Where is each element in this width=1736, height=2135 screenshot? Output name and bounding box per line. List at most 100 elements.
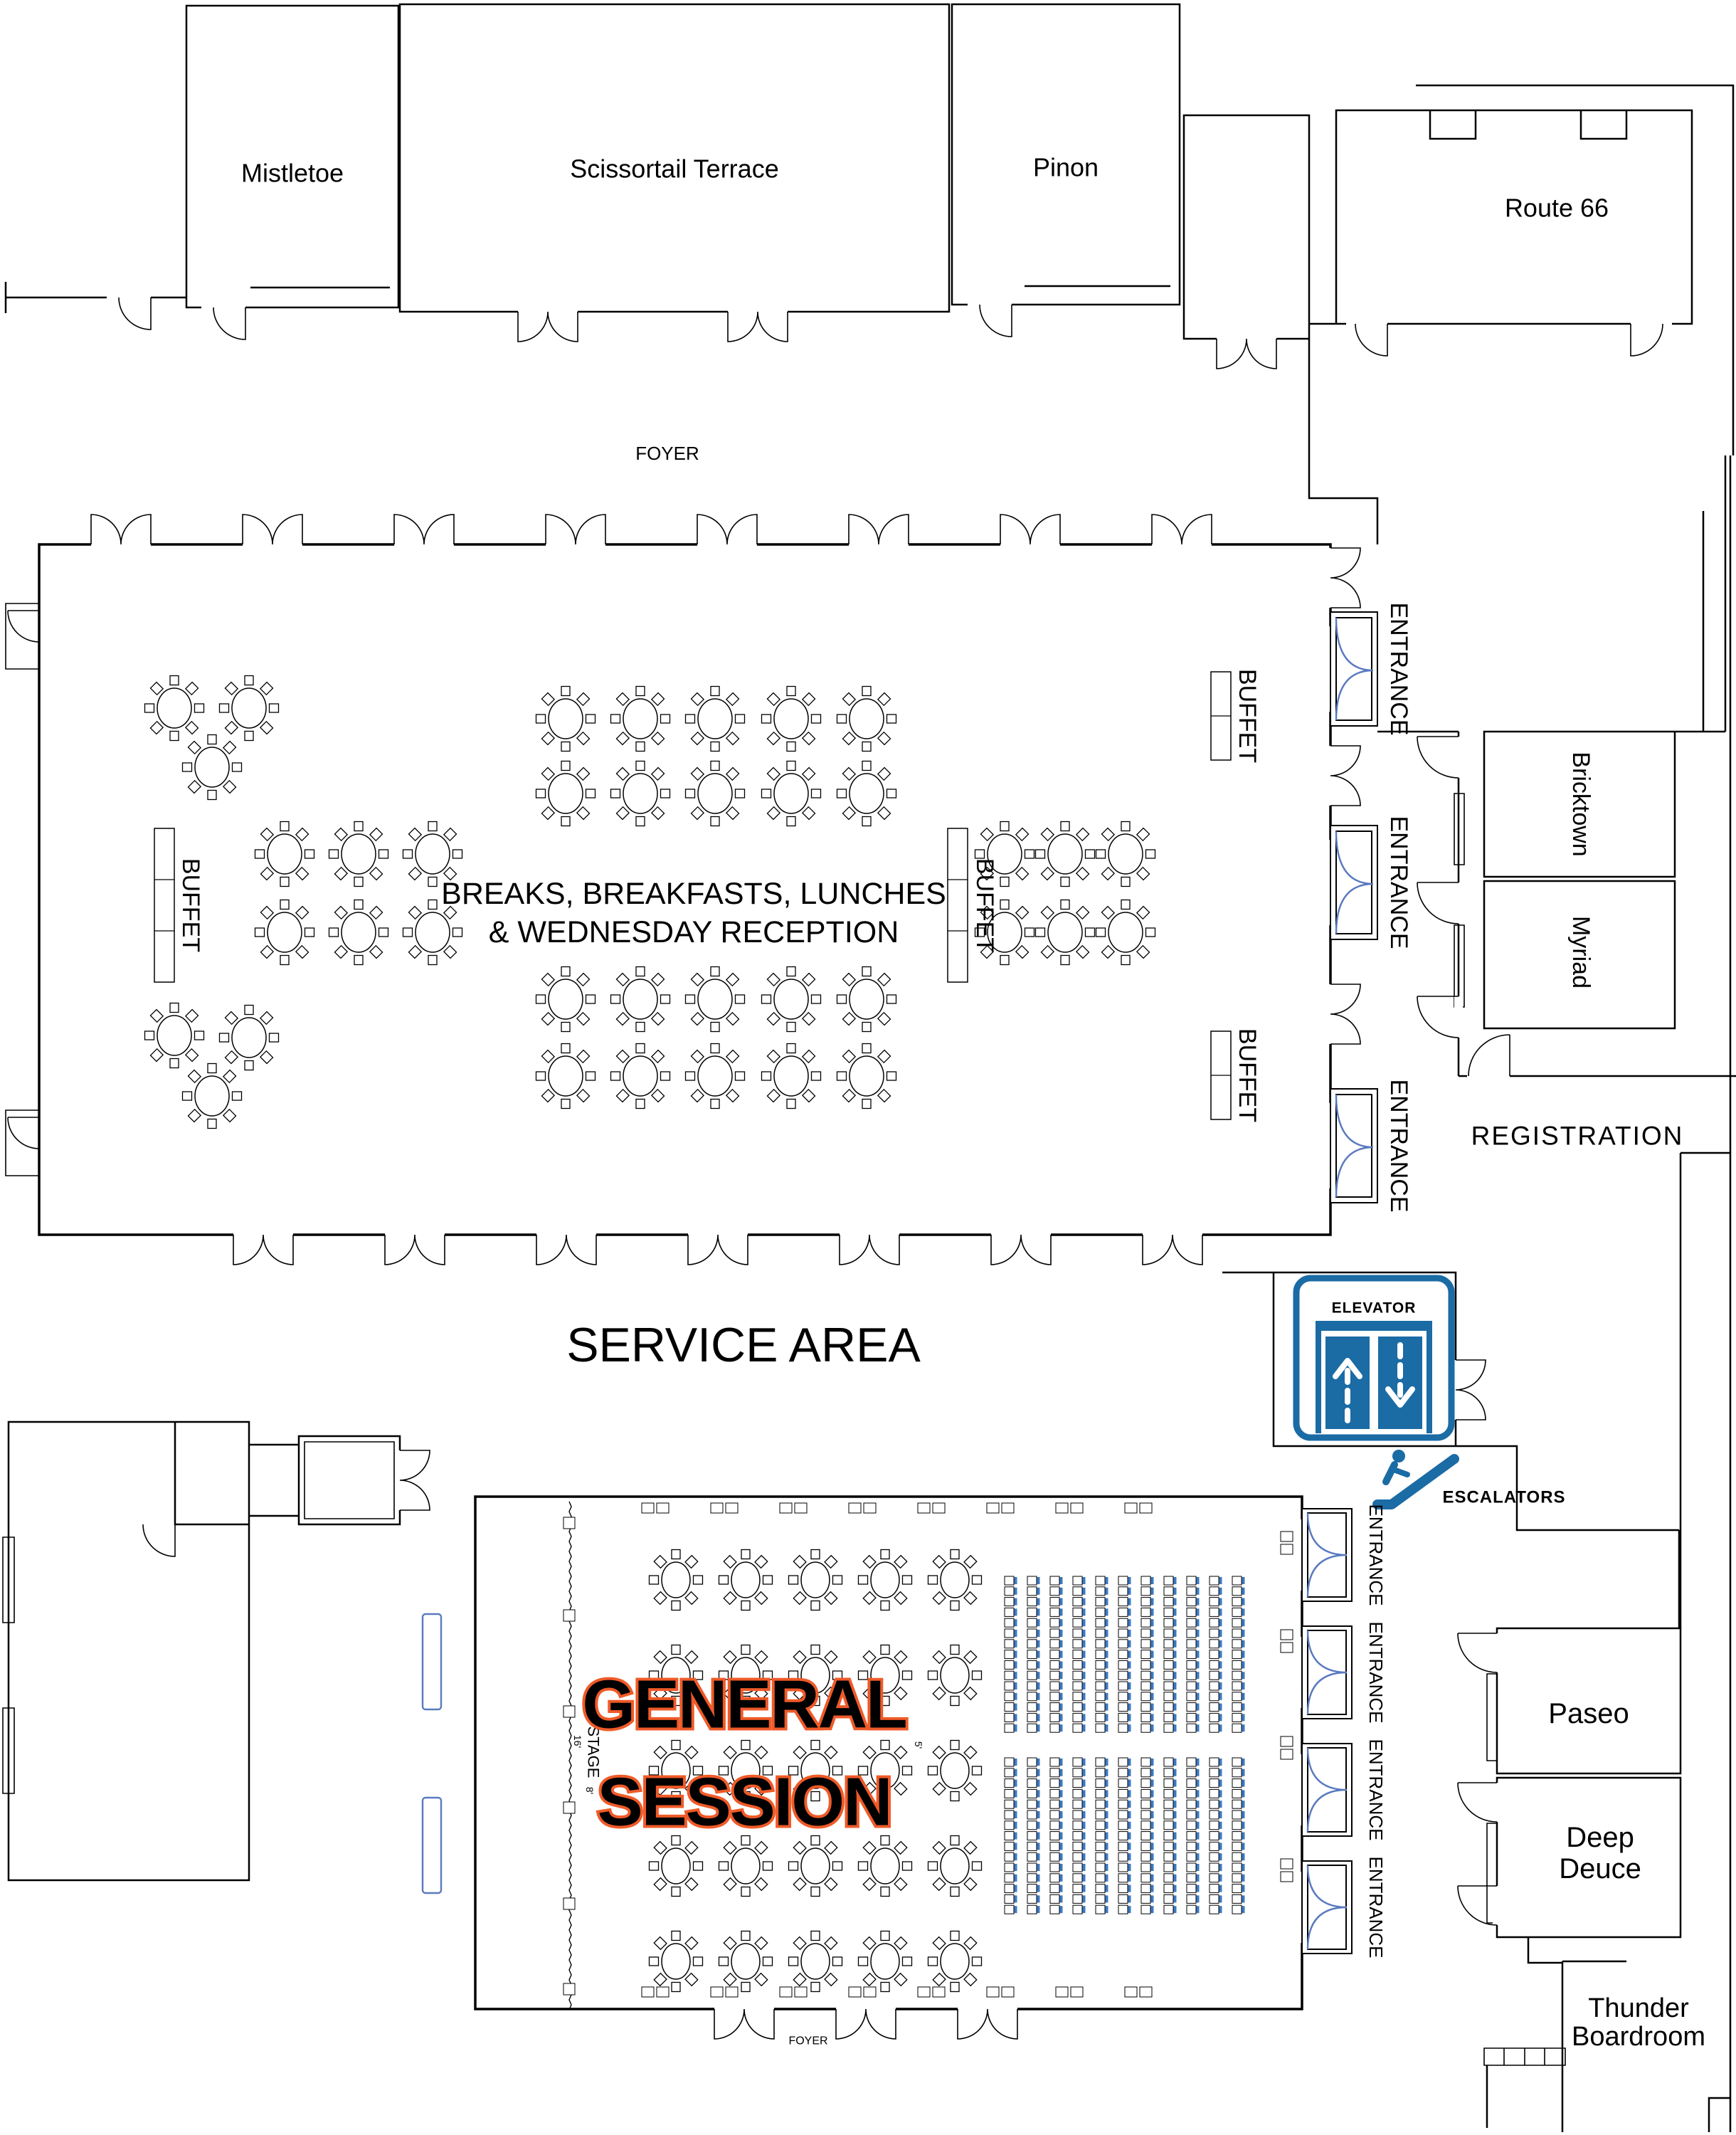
theater-seat: [1186, 1670, 1197, 1680]
banquet-table: [548, 1055, 583, 1097]
chair: [894, 1591, 908, 1606]
chair: [369, 944, 383, 959]
wall-elevator-shaft: [1222, 1271, 1681, 1628]
chair: [1101, 944, 1116, 959]
theater-seat: [1163, 1810, 1174, 1820]
theater-seat-accent: [1128, 1682, 1131, 1689]
theater-seat: [1140, 1639, 1151, 1649]
theater-seat-accent: [1150, 1714, 1154, 1722]
theater-seat: [1027, 1597, 1037, 1607]
wall-table: [1139, 1986, 1153, 1998]
chair: [710, 1043, 720, 1054]
chair: [254, 927, 265, 937]
theater-seat: [1118, 1660, 1128, 1670]
theater-seat: [1004, 1841, 1015, 1851]
theater-seat: [1027, 1586, 1037, 1596]
theater-seat: [1095, 1894, 1106, 1904]
chair: [927, 1861, 938, 1871]
chair: [786, 685, 796, 697]
chair: [725, 1049, 740, 1064]
chair: [880, 1886, 890, 1897]
theater-seat: [1118, 1712, 1128, 1722]
theater-seat-accent: [1037, 1853, 1040, 1861]
theater-seat-accent: [1173, 1853, 1177, 1861]
chair: [671, 1600, 681, 1611]
chair: [810, 1549, 820, 1560]
chair: [169, 730, 179, 742]
chair: [194, 703, 205, 713]
theater-seat-accent: [1196, 1801, 1200, 1808]
theater-seat-accent: [1128, 1821, 1131, 1829]
chair: [801, 766, 816, 781]
chair: [788, 1670, 799, 1680]
theater-seat: [1186, 1778, 1197, 1788]
theater-seat-accent: [1173, 1724, 1177, 1732]
theater-seat: [1140, 1852, 1151, 1862]
theater-seat-accent: [1037, 1703, 1040, 1711]
theater-seat-accent: [1150, 1608, 1154, 1616]
theater-seat: [1004, 1852, 1015, 1862]
theater-seat-accent: [1037, 1640, 1040, 1648]
general-session-label-line1: GENERAL: [582, 1667, 906, 1743]
chair: [963, 1936, 978, 1951]
theater-seat: [1140, 1884, 1151, 1894]
theater-seat: [1072, 1607, 1083, 1617]
banquet-table: [548, 698, 583, 739]
theater-seat-accent: [1059, 1714, 1063, 1722]
chair: [862, 1877, 877, 1892]
theater-seat: [1118, 1586, 1128, 1596]
theater-seat: [1232, 1597, 1242, 1607]
theater-seat: [1118, 1702, 1128, 1712]
theater-seat-accent: [1242, 1801, 1245, 1808]
chair: [1060, 876, 1070, 887]
chair: [927, 1670, 938, 1680]
theater-seat: [1163, 1873, 1174, 1883]
theater-seat: [1140, 1607, 1151, 1617]
theater-seat-accent: [1219, 1801, 1222, 1808]
chair: [692, 1861, 704, 1871]
theater-seat: [1209, 1607, 1219, 1617]
theater-seat-accent: [1150, 1884, 1154, 1892]
theater-seat: [1118, 1650, 1128, 1660]
wall-table: [863, 1986, 877, 1998]
theater-seat: [1163, 1841, 1174, 1851]
theater-seat-accent: [1150, 1630, 1154, 1637]
banquet-table: [940, 1561, 970, 1598]
chair: [788, 1766, 799, 1776]
theater-seat-accent: [1242, 1587, 1245, 1595]
chair: [260, 827, 275, 842]
theater-seat-accent: [1196, 1821, 1200, 1829]
chair: [754, 1877, 768, 1892]
chair: [877, 972, 891, 987]
chair: [184, 720, 199, 735]
chair: [894, 1877, 908, 1892]
theater-seat-accent: [1219, 1811, 1222, 1818]
chair: [824, 1686, 838, 1701]
theater-seat: [1027, 1681, 1037, 1691]
theater-seat-accent: [1196, 1577, 1200, 1584]
theater-seat: [1072, 1831, 1083, 1841]
theater-seat: [1118, 1778, 1128, 1788]
theater-seat: [1209, 1810, 1219, 1820]
chair: [836, 994, 847, 1004]
theater-seat-accent: [1196, 1598, 1200, 1606]
theater-seat-accent: [1128, 1692, 1131, 1700]
wall-table: [641, 1986, 655, 1998]
theater-seat: [1072, 1681, 1083, 1691]
theater-seat: [1186, 1810, 1197, 1820]
banquet-table: [157, 687, 192, 729]
theater-seat: [1118, 1820, 1128, 1830]
chair: [932, 1840, 946, 1855]
chair: [793, 1972, 807, 1987]
chair: [793, 1686, 807, 1701]
theater-seat-accent: [1082, 1630, 1086, 1637]
theater-seat-accent: [1082, 1724, 1086, 1732]
theater-seat-accent: [1105, 1779, 1108, 1787]
chair: [762, 1861, 773, 1871]
room-label-deep-deuce-line1: Deep: [1566, 1822, 1634, 1853]
theater-seat: [1027, 1670, 1037, 1680]
theater-seat: [1186, 1692, 1197, 1702]
chair: [561, 966, 571, 977]
wall-table: [656, 1986, 669, 1998]
theater-seat-accent: [1082, 1598, 1086, 1606]
